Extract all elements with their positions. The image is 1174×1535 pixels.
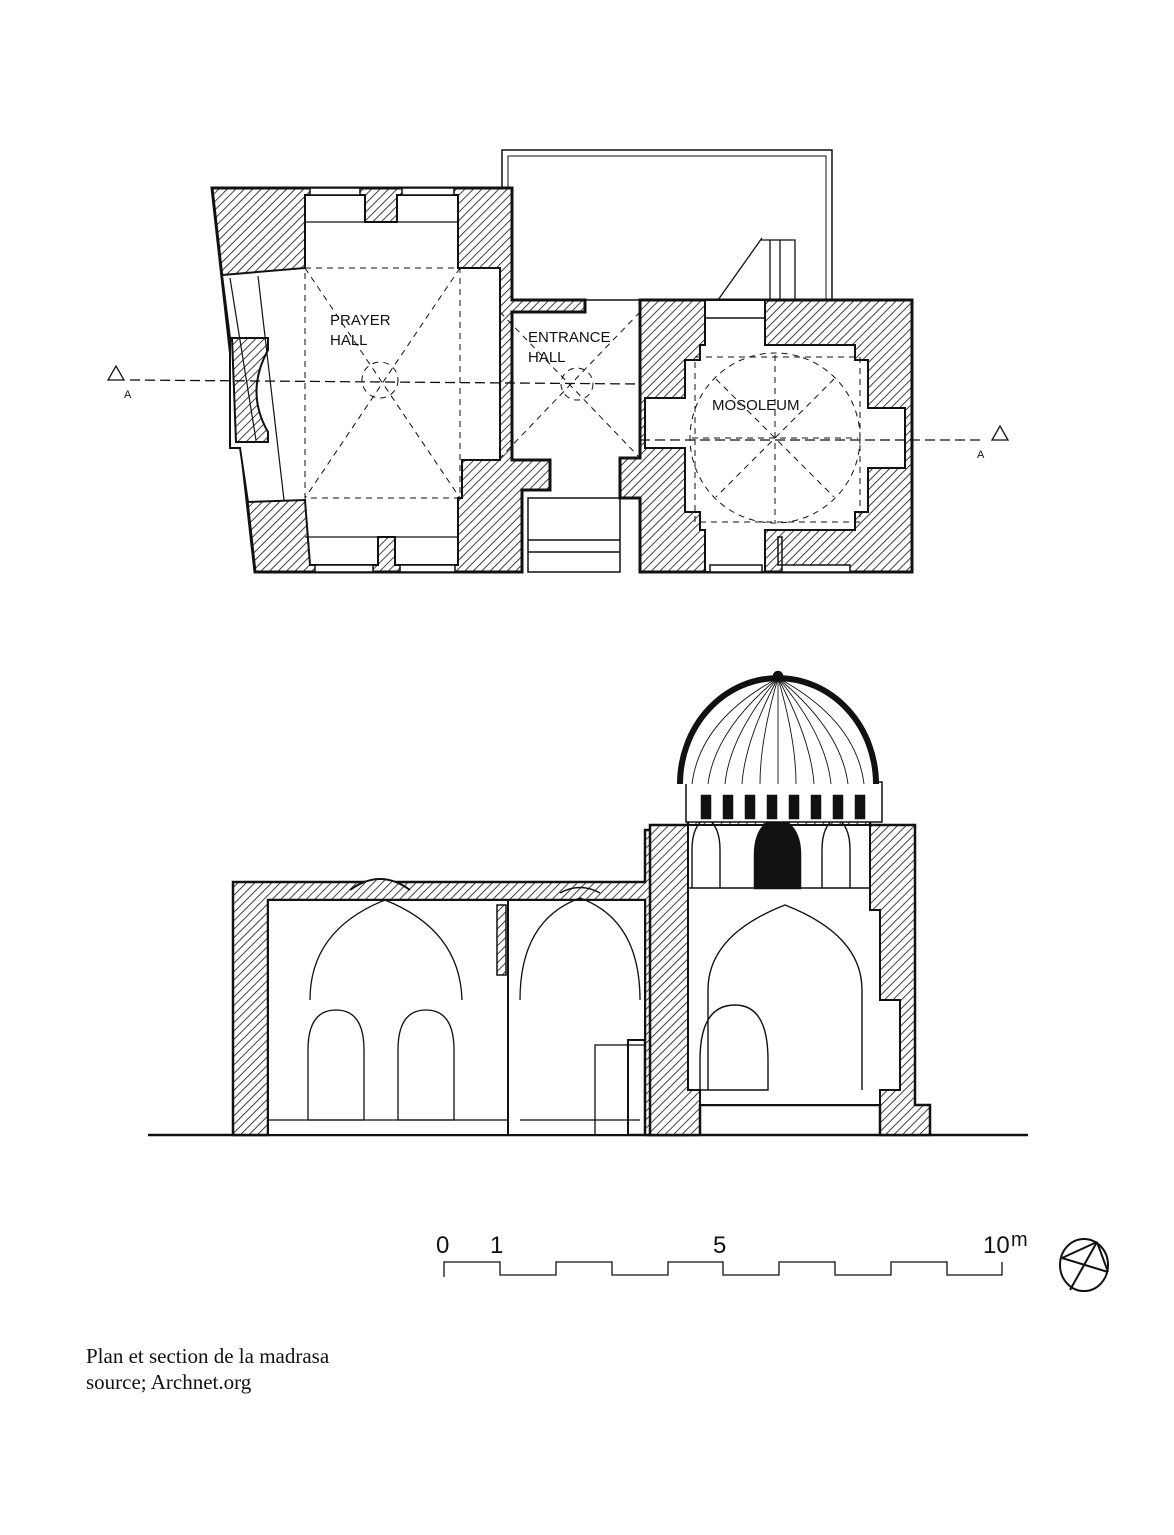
scale-label-1: 1	[490, 1232, 503, 1259]
scale-bar	[443, 1261, 1003, 1277]
section-view	[148, 670, 1028, 1137]
dome-drum	[685, 781, 883, 823]
caption-title: Plan et section de la madrasa	[86, 1344, 330, 1368]
section-marker-left: A	[124, 389, 132, 401]
caption-source: source; Archnet.org	[86, 1370, 252, 1394]
section-marker-left-icon	[106, 364, 126, 381]
dome-finial	[772, 670, 784, 682]
prayer-hall-label: PRAYER	[330, 312, 391, 329]
svg-text:HALL: HALL	[330, 332, 368, 349]
entrance-hall-label: ENTRANCE	[528, 329, 611, 346]
dome-ribs	[691, 677, 865, 785]
small-dome	[349, 878, 411, 891]
scale-unit: m	[1011, 1229, 1028, 1251]
section-marker-right: A	[977, 449, 985, 461]
arches	[268, 897, 646, 1136]
svg-text:HALL: HALL	[528, 349, 566, 366]
caption: Plan et section de la madrasa source; Ar…	[86, 1343, 329, 1395]
vault-lines	[304, 267, 861, 524]
mihrab	[230, 337, 269, 443]
section-marker-right-icon	[990, 424, 1010, 441]
scale-label-10: 10	[983, 1232, 1010, 1259]
mausoleum-window	[753, 816, 802, 890]
scale-label-0: 0	[436, 1232, 449, 1259]
north-arrow-icon	[1059, 1238, 1109, 1292]
mausoleum-label: MOSOLEUM	[712, 397, 800, 414]
courtyard-outline	[501, 149, 833, 301]
section-line	[129, 379, 641, 385]
entrance-steps	[527, 497, 621, 573]
scale-label-5: 5	[713, 1232, 726, 1259]
floor-plan	[106, 149, 1010, 574]
plan-labels: PRAYER HALL ENTRANCE HALL MOSOLEUM A A	[124, 312, 985, 461]
stairs	[717, 237, 796, 301]
